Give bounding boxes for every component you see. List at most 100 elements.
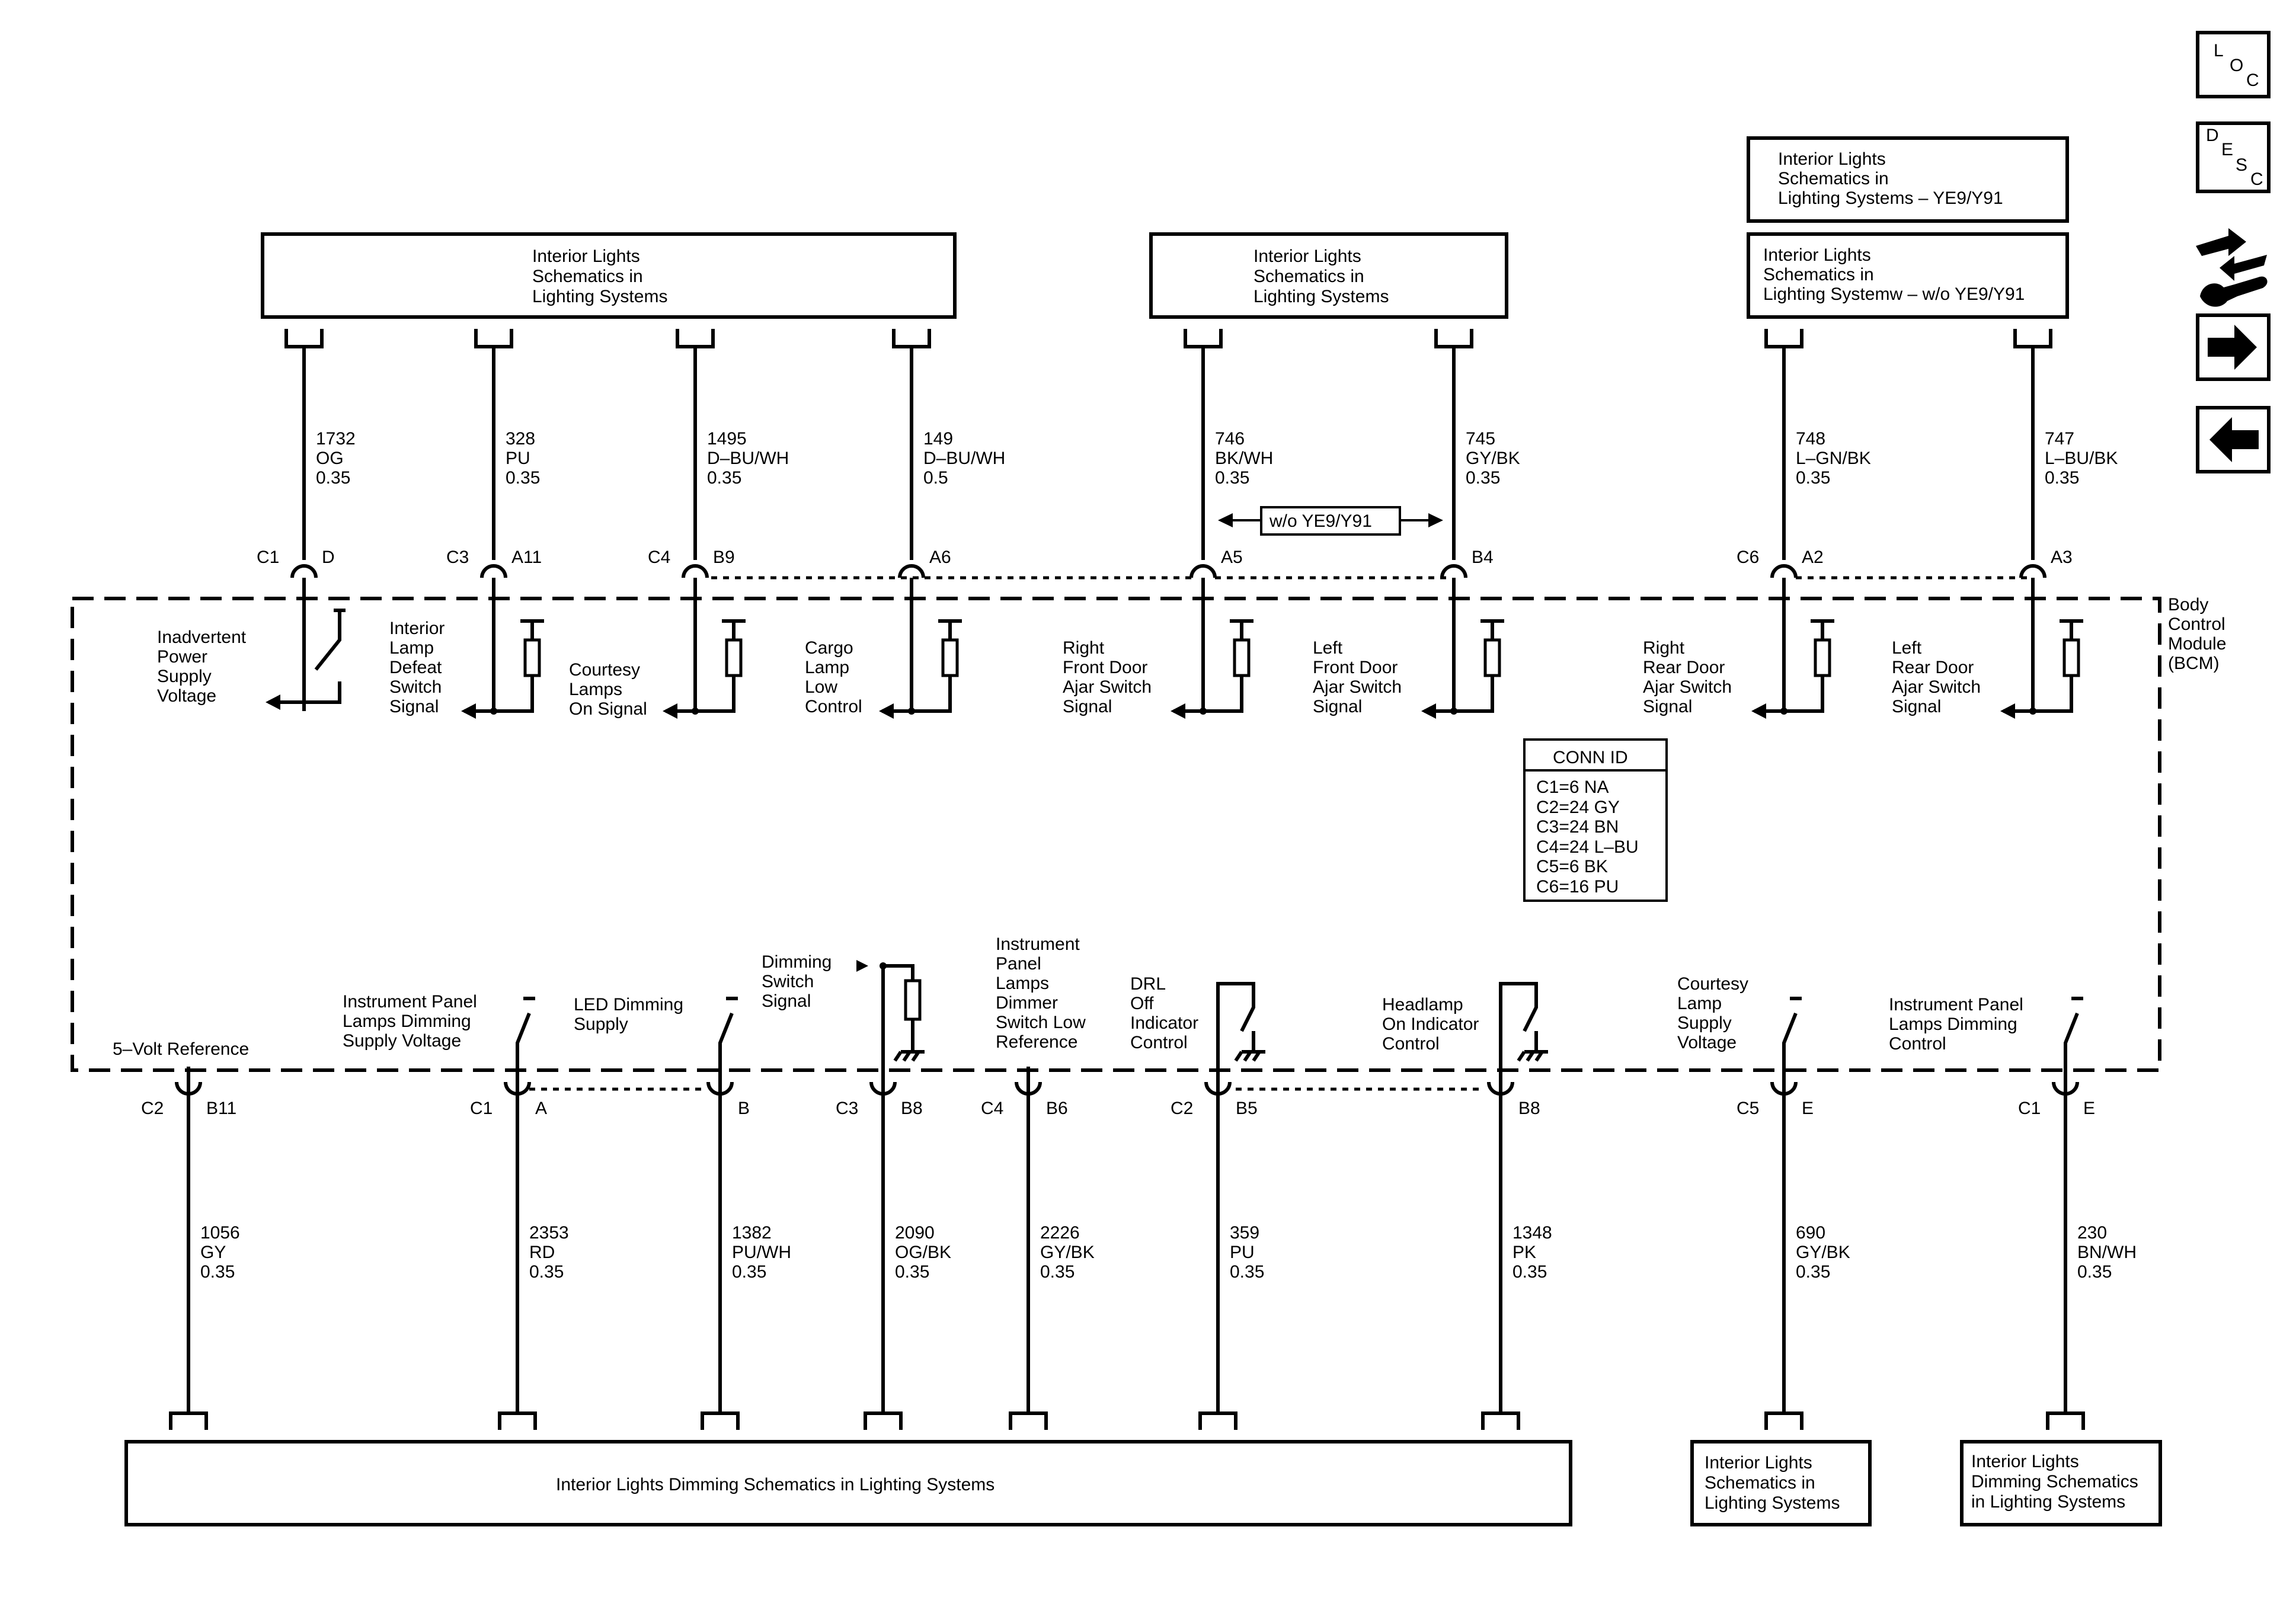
- desc-letter-e: E: [2221, 140, 2233, 159]
- signal-function-label: Signal: [762, 991, 811, 1011]
- connector-pin: B8: [901, 1099, 923, 1118]
- wire-gauge: 0.35: [1796, 468, 1830, 488]
- wire-gauge: 0.35: [506, 468, 540, 488]
- svg-text:Module: Module: [2168, 634, 2226, 654]
- box-3-line-3: Lighting Systems – YE9/Y91: [1778, 188, 2003, 208]
- nav-loc-button[interactable]: L O C: [2196, 31, 2271, 98]
- box-4-line-2: Schematics in: [1763, 265, 1874, 284]
- wire-circuit-number: 2090: [895, 1223, 935, 1243]
- svg-text:Body: Body: [2168, 595, 2208, 614]
- signal-function-label: Signal: [1892, 697, 1941, 716]
- bottom-box-3-line-3: in Lighting Systems: [1971, 1492, 2125, 1512]
- loc-letter-o: O: [2230, 56, 2243, 75]
- signal-function-label: Right: [1063, 638, 1105, 658]
- connector-id: C3: [446, 548, 469, 567]
- box-2-line-2: Schematics in: [1253, 267, 1364, 286]
- signal-function-label: Supply Voltage: [343, 1031, 461, 1051]
- signal-function-label: On Signal: [569, 699, 647, 719]
- signal-function-label: Signal: [1313, 697, 1362, 716]
- wire-gauge: 0.35: [1040, 1262, 1075, 1282]
- signal-function-label: Left: [1892, 638, 1922, 658]
- connector-pin: A6: [929, 548, 951, 567]
- wire-gauge: 0.35: [2077, 1262, 2112, 1282]
- wire-circuit-number: 690: [1796, 1223, 1825, 1243]
- wire-color: D–BU/WH: [707, 449, 789, 468]
- signal-function-label: Dimming: [762, 952, 832, 972]
- next-page-button[interactable]: [2196, 313, 2271, 381]
- bottom-destination-box-3[interactable]: Interior Lights Dimming Schematics in Li…: [1960, 1440, 2162, 1526]
- wire-circuit-number: 230: [2077, 1223, 2107, 1243]
- previous-page-button[interactable]: [2196, 406, 2271, 473]
- connector-pin: B: [738, 1099, 750, 1118]
- signal-function-label: Left: [1313, 638, 1343, 658]
- connector-id: C4: [981, 1099, 1003, 1118]
- connector-pin: B6: [1046, 1099, 1068, 1118]
- top-destination-box-4[interactable]: Interior Lights Schematics in Lighting S…: [1747, 232, 2069, 319]
- wire-color: L–BU/BK: [2045, 449, 2118, 468]
- conn-id-row: C2=24 GY: [1536, 798, 1620, 817]
- connector-pin: B5: [1236, 1099, 1258, 1118]
- signal-function-label: Right: [1643, 638, 1685, 658]
- top-destination-box-2[interactable]: Interior Lights Schematics in Lighting S…: [1149, 232, 1508, 319]
- signal-function-label: Switch: [762, 972, 814, 991]
- signal-function-label: Lamp: [389, 638, 434, 658]
- conn-id-row: C1=6 NA: [1536, 777, 1609, 797]
- connector-pin: A3: [2051, 548, 2073, 567]
- signal-function-label: Ajar Switch: [1643, 677, 1732, 697]
- signal-function-label: 5–Volt Reference: [113, 1039, 249, 1059]
- box-1-line-2: Schematics in: [532, 267, 643, 286]
- wire-gauge: 0.35: [316, 468, 350, 488]
- signal-function-label: Rear Door: [1892, 658, 1974, 677]
- signal-function-label: LED Dimming: [574, 995, 683, 1014]
- top-destination-box-1[interactable]: Interior Lights Schematics in Lighting S…: [261, 232, 957, 319]
- wire-color: PK: [1512, 1243, 1536, 1262]
- signal-function-label: Supply: [574, 1014, 628, 1034]
- bottom-box-3-line-2: Dimming Schematics: [1971, 1472, 2138, 1491]
- connector-id: C2: [1171, 1099, 1193, 1118]
- connector-id: C1: [470, 1099, 493, 1118]
- signal-function-label: On Indicator: [1382, 1014, 1479, 1034]
- wire-gauge: 0.35: [1512, 1262, 1547, 1282]
- bcm-boundary: [71, 597, 2161, 1072]
- connector-pin: A: [535, 1099, 547, 1118]
- signal-function-label: DRL: [1130, 974, 1166, 994]
- connector-pin: B8: [1518, 1099, 1540, 1118]
- box-3-line-1: Interior Lights: [1778, 149, 1886, 169]
- signal-function-label: Courtesy: [1677, 974, 1748, 994]
- bottom-box-3-line-1: Interior Lights: [1971, 1452, 2079, 1471]
- connector-pin: A2: [1802, 548, 1824, 567]
- box-4-line-1: Interior Lights: [1763, 245, 1871, 265]
- signal-function-label: Ajar Switch: [1892, 677, 1981, 697]
- wire-circuit-number: 748: [1796, 429, 1825, 449]
- signal-function-label: Instrument Panel: [1889, 995, 2023, 1014]
- wire-gauge: 0.35: [1215, 468, 1249, 488]
- conn-id-row: C4=24 L–BU: [1536, 837, 1639, 857]
- connector-id: C1: [2018, 1099, 2041, 1118]
- signal-function-label: Courtesy: [569, 660, 640, 680]
- bottom-box-2-line-1: Interior Lights: [1705, 1453, 1812, 1473]
- box-3-line-2: Schematics in: [1778, 169, 1889, 188]
- signal-function-label: Instrument: [996, 934, 1080, 954]
- wire-color: L–GN/BK: [1796, 449, 1871, 468]
- repair-procedure-icon[interactable]: [2196, 228, 2268, 307]
- signal-function-label: Supply: [1677, 1013, 1732, 1033]
- bottom-destination-box-2[interactable]: Interior Lights Schematics in Lighting S…: [1690, 1440, 1872, 1526]
- wire-circuit-number: 1348: [1512, 1223, 1552, 1243]
- bottom-destination-box-1[interactable]: Interior Lights Dimming Schematics in Li…: [124, 1440, 1572, 1526]
- nav-desc-button[interactable]: D E S C: [2196, 121, 2271, 193]
- wire-circuit-number: 747: [2045, 429, 2074, 449]
- box-1-line-1: Interior Lights: [532, 247, 640, 266]
- wire-circuit-number: 746: [1215, 429, 1245, 449]
- top-destination-box-3[interactable]: Interior Lights Schematics in Lighting S…: [1747, 136, 2069, 223]
- conn-id-row: C3=24 BN: [1536, 817, 1619, 837]
- wire-gauge: 0.35: [895, 1262, 929, 1282]
- signal-function-label: Switch: [389, 677, 442, 697]
